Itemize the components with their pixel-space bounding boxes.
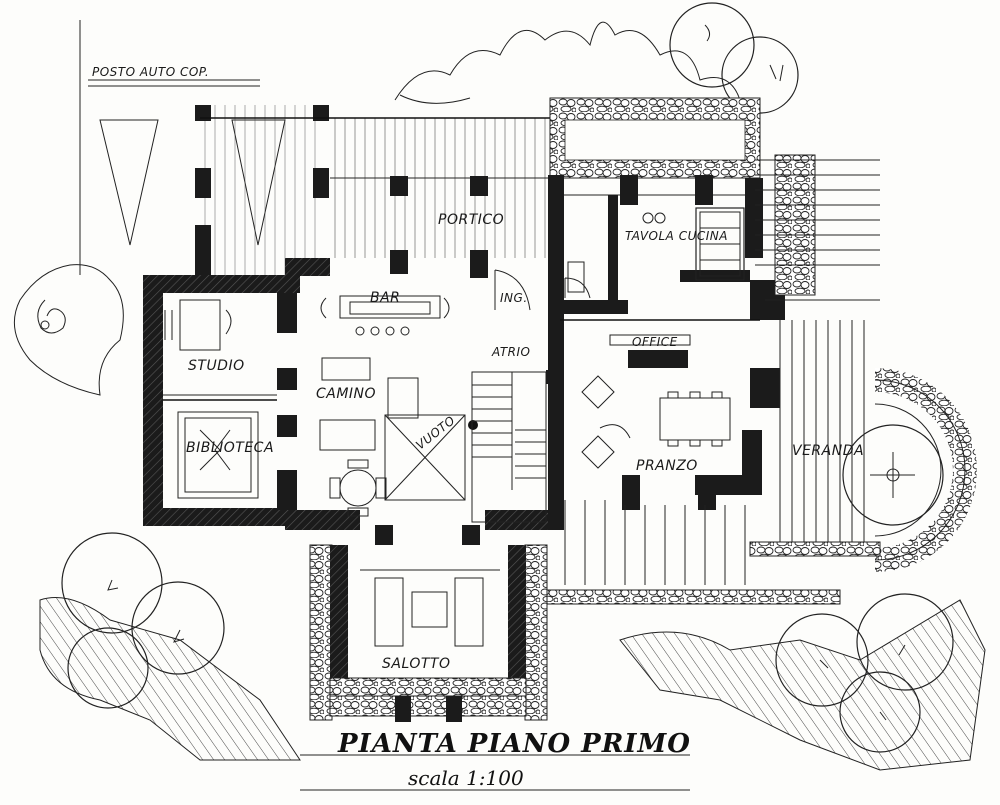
posto-auto: POSTO AUTO COP. [79,20,329,275]
drawing-scale: scala 1:100 [408,766,524,790]
biblioteca-label: BIBLIOTECA [186,440,274,456]
trees-bottom-left [39,532,301,761]
salotto-label: SALOTTO [382,656,450,672]
bar-label: BAR [370,290,400,306]
pranzo: OFFICE PRANZO [581,334,731,474]
walls [143,258,780,545]
trees-bottom-right [619,593,986,771]
ingresso-label: ING. [500,291,528,305]
studio-label: STUDIO [188,358,245,374]
studio-biblioteca: STUDIO BIBLIOTECA [164,299,274,499]
drawing-title: PIANTA PIANO PRIMO [337,729,691,759]
vegetation-top [394,2,799,114]
posto-auto-label: POSTO AUTO COP. [92,65,209,79]
office-label: OFFICE [632,335,678,349]
veranda-label: VERANDA [792,443,864,459]
camino-label: CAMINO [316,386,376,402]
vegetation-left [13,264,124,396]
kitchen-block: TAVOLA CUCINA [548,97,880,320]
portico: PORTICO [200,117,550,274]
tavola-cucina-label: TAVOLA CUCINA [625,229,728,243]
pranzo-label: PRANZO [636,458,698,474]
atrio-label: ATRIO [491,345,531,359]
salotto: SALOTTO [309,544,548,722]
title-block: PIANTA PIANO PRIMO scala 1:100 [300,729,691,791]
veranda: VERANDA [529,299,977,605]
portico-label: PORTICO [438,212,504,228]
